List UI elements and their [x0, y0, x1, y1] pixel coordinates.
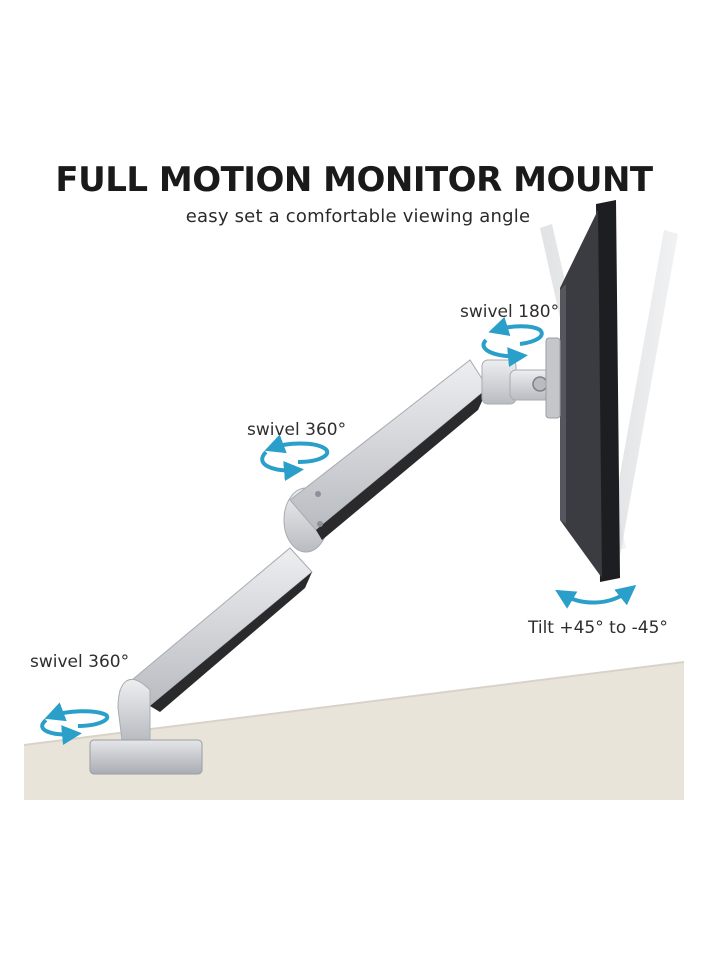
monitor-arm [89, 337, 561, 775]
swivel-180-label: swivel 180° [460, 302, 560, 322]
headline: FULL MOTION MONITOR MOUNT [55, 160, 653, 200]
circular-arrow-icon [40, 702, 110, 746]
subheadline: easy set a comfortable viewing angle [185, 206, 531, 227]
swivel-360-mid-label: swivel 360° [247, 420, 347, 440]
swivel-360-base-label: swivel 360° [30, 652, 130, 672]
curved-double-arrow-icon [555, 585, 637, 609]
tilt-label: Tilt +45° to -45° [528, 618, 668, 638]
ghost-monitor-tilt-forward [606, 230, 678, 556]
monitor [560, 200, 620, 582]
circular-arrow-icon [481, 316, 544, 368]
circular-arrow-icon [260, 434, 330, 481]
